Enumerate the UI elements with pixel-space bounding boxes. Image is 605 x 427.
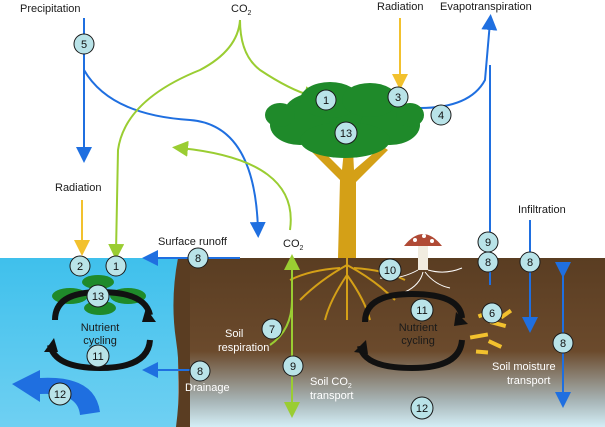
svg-text:8: 8 (527, 257, 533, 269)
svg-text:1: 1 (323, 95, 329, 107)
badge-12-bottom: 12 (410, 396, 434, 420)
badge-9-right: 9 (477, 231, 499, 253)
svg-text:11: 11 (416, 305, 427, 317)
co2-to-water-arrow (108, 19, 241, 260)
svg-text:8: 8 (197, 366, 203, 378)
svg-text:3: 3 (395, 92, 401, 104)
svg-text:9: 9 (290, 361, 296, 373)
label-radiation-left: Radiation (55, 182, 101, 194)
badge-1-water: 1 (105, 255, 127, 277)
label-surface-runoff: Surface runoff (158, 236, 228, 248)
badge-2-water: 2 (69, 255, 91, 277)
soil-respiration-return-arrow (172, 140, 292, 231)
precipitation-runoff-arrow (83, 69, 266, 238)
badge-6: 6 (481, 302, 503, 324)
badge-12-left: 12 (48, 382, 72, 406)
svg-text:8: 8 (485, 257, 491, 269)
badge-7: 7 (261, 318, 283, 340)
svg-text:13: 13 (92, 291, 104, 303)
soil-layer (178, 258, 605, 427)
svg-text:8: 8 (560, 338, 566, 350)
mushroom (379, 234, 463, 293)
badge-3: 3 (387, 86, 409, 108)
svg-text:5: 5 (81, 39, 87, 51)
svg-text:1: 1 (113, 261, 119, 273)
badge-9-soil: 9 (282, 355, 304, 377)
svg-text:10: 10 (384, 265, 396, 277)
nutrient-cycle-right (354, 290, 468, 372)
badge-8-right: 8 (477, 251, 499, 273)
badge-4: 4 (430, 104, 452, 126)
svg-text:11: 11 (92, 351, 103, 363)
svg-text:13: 13 (340, 128, 352, 140)
evapotranspiration-arrow (419, 14, 498, 109)
badge-13-tree: 13 (334, 121, 358, 145)
label-precipitation: Precipitation (20, 3, 81, 15)
svg-text:12: 12 (416, 403, 428, 415)
label-co2-top: CO2 (231, 3, 252, 17)
label-co2-mid: CO2 (283, 238, 304, 252)
svg-text:7: 7 (269, 324, 275, 336)
svg-text:8: 8 (195, 253, 201, 265)
svg-text:9: 9 (485, 237, 491, 249)
badge-1-tree: 1 (315, 89, 337, 111)
badge-11-right: 11 (410, 298, 434, 322)
label-radiation-top: Radiation (377, 1, 423, 13)
label-evapotranspiration: Evapotranspiration (440, 1, 532, 13)
co2-to-canopy-arrow (239, 19, 320, 102)
svg-text:12: 12 (54, 389, 66, 401)
badge-8-moisture: 8 (552, 332, 574, 354)
svg-text:4: 4 (438, 110, 444, 122)
label-infiltration: Infiltration (518, 204, 566, 216)
badge-5: 5 (73, 33, 95, 55)
svg-text:6: 6 (489, 308, 495, 320)
svg-text:2: 2 (77, 261, 83, 273)
badge-8-runoff: 8 (187, 247, 209, 269)
badge-11-left: 11 (86, 344, 110, 368)
badge-10: 10 (378, 258, 402, 282)
badge-8-drainage: 8 (189, 360, 211, 382)
badge-8-infiltration: 8 (519, 251, 541, 273)
label-drainage: Drainage (185, 382, 230, 394)
lake-bank (173, 258, 190, 427)
badge-13-water: 13 (86, 284, 110, 308)
